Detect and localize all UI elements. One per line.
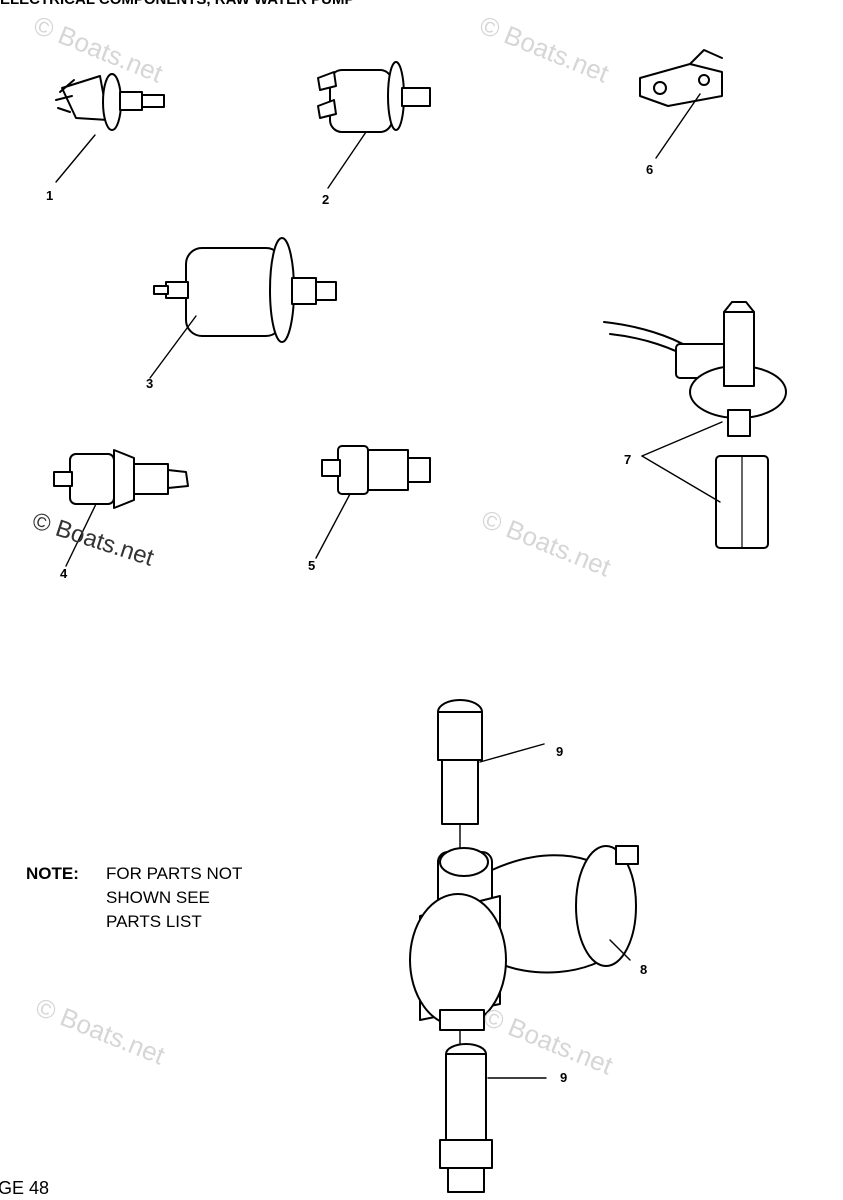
note-label: NOTE: <box>26 864 79 883</box>
part-8-pump <box>409 845 639 1031</box>
callout-5: 5 <box>308 558 316 573</box>
page-number: GE 48 <box>0 1178 50 1198</box>
note-text: FOR PARTS NOT SHOWN SEE PARTS LIST <box>106 864 243 931</box>
part-1-sender <box>55 73 165 183</box>
part-2-sender <box>317 61 431 189</box>
callout-2: 2 <box>322 192 330 207</box>
callout-6: 6 <box>646 162 654 177</box>
callout-4: 4 <box>60 566 68 581</box>
callout-7: 7 <box>624 452 632 467</box>
part-9-fitting-bottom <box>439 1029 547 1193</box>
callout-8: 8 <box>640 962 648 977</box>
callout-1: 1 <box>46 188 54 203</box>
part-6-bracket <box>639 49 723 159</box>
part-3-sender <box>149 237 337 379</box>
part-5-sender <box>315 445 431 559</box>
part-4-switch <box>53 449 189 567</box>
callout-9-bottom: 9 <box>560 1070 568 1085</box>
callout-9-top: 9 <box>556 744 564 759</box>
callout-3: 3 <box>146 376 154 391</box>
part-9-fitting-top <box>437 699 545 849</box>
part-7-sender-adaptor <box>603 301 787 549</box>
diagram-title: ELECTRICAL COMPONENTS, RAW WATER PUMP <box>0 0 354 8</box>
